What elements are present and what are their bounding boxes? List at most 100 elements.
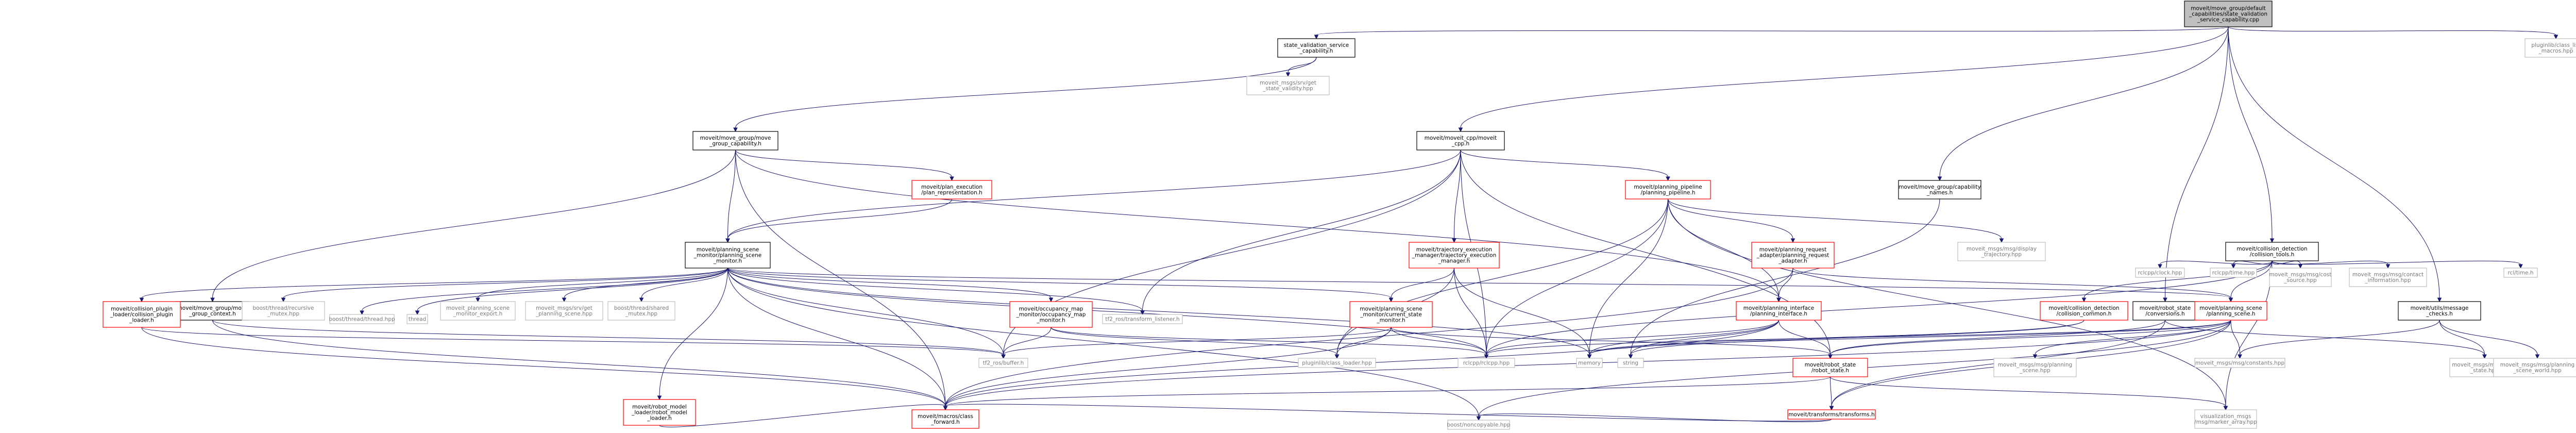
edge-arrowhead — [2158, 264, 2162, 269]
node-label-line: moveit/collision_detection — [2048, 305, 2119, 311]
edge-line — [1486, 198, 1668, 355]
edge-arrowhead — [2163, 297, 2167, 303]
node-box — [685, 242, 771, 269]
node-label-line: moveit/move_group/move — [700, 135, 771, 141]
edge-arrowhead — [657, 395, 662, 401]
edge-arrowhead — [2385, 264, 2391, 269]
node-classforward[interactable]: moveit/macros/class_forward.h — [911, 409, 979, 429]
edge-arrowhead — [2482, 354, 2487, 359]
node-cplugin[interactable]: moveit/collision_plugin_loader/collision… — [103, 301, 181, 328]
node-psm[interactable]: moveit/planning_scene_monitor/planning_s… — [685, 242, 771, 269]
node-label-line: _monitor_export.h — [453, 311, 503, 317]
node-box — [2493, 358, 2576, 377]
edge-line — [1778, 320, 1831, 355]
node-label-line: _monitor.h — [1376, 318, 1405, 324]
edge-line — [1830, 376, 2226, 407]
edge-line — [1589, 320, 1779, 355]
edge-tem-to-csm — [1388, 268, 1454, 303]
edge-line — [659, 268, 728, 396]
node-label-line: _mutex.hpp — [267, 311, 299, 317]
edge-line — [1287, 57, 1317, 73]
node-box — [1736, 301, 1822, 321]
node-label-line: moveit/move_group/capability — [1899, 184, 1981, 190]
node-svc[interactable]: state_validation_service_capability.h — [1277, 38, 1355, 58]
node-csm[interactable]: moveit/planning_scene_monitor/current_st… — [1349, 301, 1433, 328]
node-cdcommon[interactable]: moveit/collision_detection/collision_com… — [2040, 301, 2128, 321]
node-label-line: /robot_state.h — [1811, 368, 1849, 374]
edge-line — [478, 268, 728, 298]
edge-line — [1630, 320, 1779, 355]
edge-line — [1589, 198, 1668, 355]
node-box — [2184, 1, 2273, 27]
node-label-line: _adapter.h — [1778, 258, 1807, 264]
node-pintf[interactable]: moveit/planning_interface/planning_inter… — [1736, 301, 1822, 321]
edge-rsconv-to-rsmsg — [2165, 320, 2487, 359]
node-pipeline[interactable]: moveit/planning_pipeline/planning_pipeli… — [1625, 180, 1711, 199]
node-occmap[interactable]: moveit/occupancy_map_monitor/occupancy_m… — [1009, 301, 1093, 328]
node-root[interactable]: moveit/move_group/default_capabilities/s… — [2184, 1, 2273, 27]
edge-line — [727, 268, 1004, 355]
node-label-line: memory — [1578, 360, 1601, 367]
edge-arrowhead — [2518, 264, 2523, 269]
edge-arrowhead — [733, 127, 738, 132]
edge-line — [727, 268, 2231, 298]
edge-root-to-collisiontools — [2228, 26, 2275, 243]
edge-line — [727, 268, 946, 407]
edge-line — [2439, 320, 2485, 355]
node-planexec[interactable]: moveit/plan_execution/plan_representatio… — [911, 180, 992, 199]
node-rmloader[interactable]: moveit/robot_model_loader/robot_model_lo… — [623, 399, 696, 426]
edge-line — [1589, 320, 2084, 355]
node-label-line: _scene.hpp — [2019, 368, 2050, 374]
node-prad[interactable]: moveit/planning_request_adapter/planning… — [1751, 242, 1835, 269]
edge-arrowhead — [1776, 297, 1781, 303]
node-ps[interactable]: moveit/planning_scene/planning_scene.h — [2194, 301, 2267, 321]
node-label-line: moveit/utils/message — [2411, 305, 2469, 311]
edge-cpp-to-tem — [1452, 149, 1461, 243]
node-label-line: string — [1623, 360, 1638, 367]
node-string: string — [1617, 358, 1644, 368]
node-label-line: state_validation_service — [1284, 42, 1349, 48]
edge-line — [2439, 320, 2538, 355]
node-msgchecks[interactable]: moveit/utils/message_checks.h — [2398, 301, 2481, 321]
node-label-line: /planning_interface.h — [1750, 311, 1807, 317]
edge-arrowhead — [476, 297, 480, 303]
node-constants: moveit_msgs/msg/constants.hpp — [2194, 358, 2285, 368]
node-label-line: _cpp.h — [1451, 141, 1469, 147]
node-mgcontext[interactable]: moveit/move_group/move_group_context.h — [175, 301, 250, 321]
edge-line — [1668, 198, 2226, 407]
edge-csm-to-robotstate — [1391, 327, 1833, 359]
edge-arrowhead — [2231, 264, 2236, 269]
node-robotstate[interactable]: moveit/robot_state/robot_state.h — [1792, 358, 1868, 377]
edge-line — [1589, 320, 2231, 355]
edge-line — [2083, 260, 2273, 298]
node-transforms[interactable]: moveit/transforms/transforms.h — [1787, 409, 1876, 420]
node-box — [2194, 409, 2257, 429]
edge-line — [1316, 26, 2229, 36]
node-cpp[interactable]: moveit/moveit_cpp/moveit_cpp.h — [1416, 131, 1505, 151]
node-tem[interactable]: moveit/trajectory_execution_manager/traj… — [1409, 242, 1500, 269]
edge-line — [735, 149, 946, 407]
edge-arrowhead — [2437, 297, 2442, 303]
edge-line — [1668, 198, 2002, 239]
node-label-line: _monitor/planning_scene — [693, 253, 762, 259]
node-label-line: moveit/moveit_cpp/moveit — [1425, 135, 1497, 141]
edge-line — [1630, 198, 1940, 355]
node-mgcap[interactable]: moveit/move_group/move_group_capability.… — [692, 131, 778, 151]
node-rsconv[interactable]: moveit/robot_state/conversions.h — [2132, 301, 2198, 321]
node-capnames[interactable]: moveit/move_group/capability_names.h — [1898, 180, 1981, 199]
edge-collisiontools-to-rcltime — [2231, 260, 2273, 269]
node-label-line: _scene_world.hpp — [2513, 368, 2562, 374]
edge-line — [727, 149, 1461, 239]
edge-robotstate-to-transforms — [1829, 376, 1834, 411]
node-contactinfo: moveit_msgs/msg/contact_information.hpp — [2349, 268, 2427, 287]
node-collisiontools[interactable]: moveit/collision_detection/collision_too… — [2225, 242, 2319, 261]
edge-collisiontools-to-markerarray — [2223, 260, 2273, 411]
edge-line — [1486, 320, 1779, 355]
node-box — [1246, 76, 1330, 95]
edge-line — [1778, 268, 1793, 298]
edge-ps-to-memory — [1587, 320, 2231, 359]
edge-robotstate-to-markerarray — [1830, 376, 2228, 411]
edge-line — [2228, 26, 2273, 239]
node-getps: moveit_msgs/srv/get_planning_scene.hpp — [525, 301, 603, 321]
node-label-line: boost/noncopyable.hpp — [1447, 422, 1511, 428]
